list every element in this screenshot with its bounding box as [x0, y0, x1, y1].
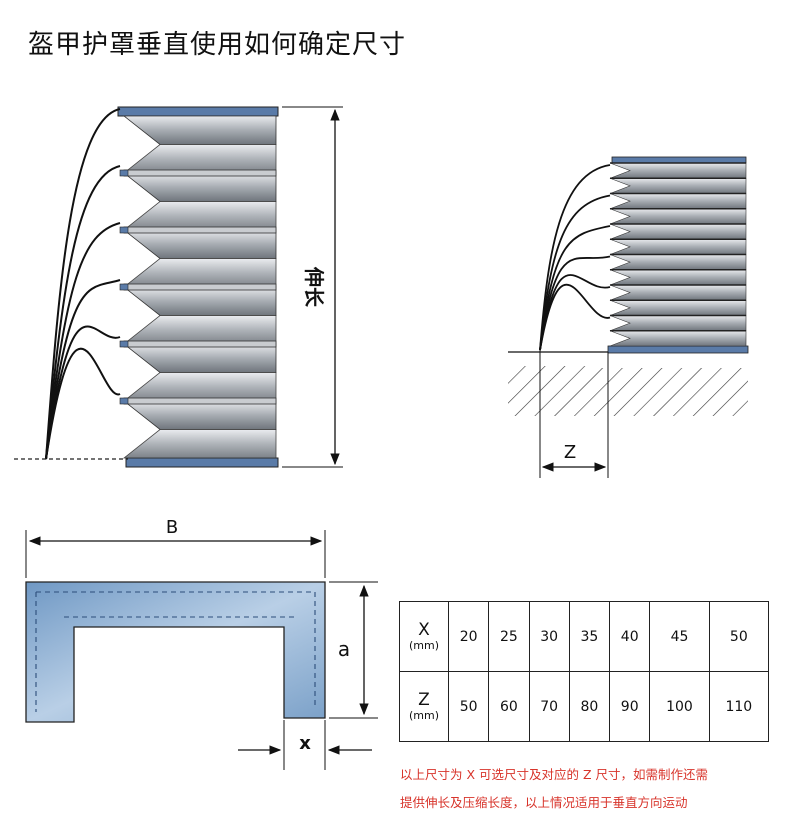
table-cell: 40 [609, 601, 651, 672]
row-unit: (mm) [408, 708, 439, 722]
armor-plate [609, 208, 747, 225]
page-title: 盔甲护罩垂直使用如何确定尺寸 [28, 30, 407, 60]
support-curve [539, 194, 611, 351]
table-cell: 45 [649, 601, 710, 672]
armor-plate [122, 343, 277, 373]
z-dimension-label: Z [564, 442, 576, 463]
table-cell: 60 [488, 671, 530, 742]
table-cell: 25 [488, 601, 530, 672]
plate-slat [123, 169, 277, 177]
row-header: Z (mm) [399, 671, 449, 742]
support-curve [45, 165, 121, 460]
extended-cover [14, 106, 279, 468]
armor-plate [122, 115, 277, 145]
table-cell: 70 [528, 671, 570, 742]
table-cell: 30 [528, 601, 570, 672]
support-curve [45, 279, 121, 460]
b-dimension-label: B [166, 517, 178, 538]
compressed-top-rail [611, 156, 747, 164]
support-curve [539, 283, 611, 351]
armor-plate [609, 254, 747, 271]
armor-plate [122, 429, 277, 459]
row-header: X (mm) [399, 601, 449, 672]
cross-section: B a x [25, 517, 378, 770]
mount-surface-hatch [508, 366, 748, 416]
armor-plate [609, 177, 747, 194]
a-dimension-label: a [338, 637, 350, 661]
armor-plate [122, 372, 277, 402]
table-cell: 35 [568, 601, 611, 672]
table-cell: 80 [568, 671, 611, 742]
table-cell: 90 [609, 671, 651, 742]
compressed-support-curves [539, 164, 611, 351]
size-table: X (mm) 20 25 30 35 40 45 50 Z (mm) 50 60… [399, 601, 770, 742]
armor-plate [122, 286, 277, 316]
table-cell: 50 [447, 671, 490, 742]
support-curve [45, 222, 121, 460]
support-curve [45, 325, 121, 460]
armor-plate [609, 162, 747, 179]
support-curve [539, 225, 611, 351]
armor-plate [609, 330, 747, 347]
slat-end [119, 340, 129, 348]
compressed-plates [609, 162, 747, 347]
slat-end [119, 283, 129, 291]
compressed-cover: Z [508, 156, 749, 478]
slat-end [119, 397, 129, 405]
armor-plate [609, 223, 747, 240]
armor-plate [609, 284, 747, 301]
armor-plate [122, 172, 277, 202]
extended-plates [119, 115, 277, 459]
cover-profile [25, 581, 326, 723]
row-unit: (mm) [408, 638, 439, 652]
armor-plate [609, 315, 747, 332]
note-line-2: 提供伸长及压缩长度，以上情况适用于垂直方向运动 [400, 795, 688, 810]
extended-support-curves [45, 108, 121, 460]
armor-plate [122, 201, 277, 231]
row-label: X [418, 619, 430, 640]
armor-plate [122, 400, 277, 430]
armor-plate [609, 269, 747, 286]
table-row: Z (mm) 50 60 70 80 90 100 110 [399, 671, 770, 742]
table-row: X (mm) 20 25 30 35 40 45 50 [399, 601, 770, 672]
slat-end [119, 226, 129, 234]
support-curve [539, 274, 611, 351]
plate-slat [123, 283, 277, 291]
support-curve [45, 108, 121, 460]
armor-plate [609, 193, 747, 210]
extension-dimension: 伸长 [282, 106, 343, 468]
plate-slat [123, 340, 277, 348]
armor-plate [609, 299, 747, 316]
support-curve [45, 347, 121, 460]
armor-plate [122, 258, 277, 288]
slat-end [119, 169, 129, 177]
support-curve [539, 164, 611, 351]
plate-slat [123, 226, 277, 234]
top-rail [117, 106, 279, 117]
extension-label: 伸长 [302, 266, 326, 308]
table-cell: 110 [708, 671, 770, 742]
armor-plate [122, 229, 277, 259]
x-dimension-label: x [299, 733, 311, 754]
table-cell: 50 [708, 601, 770, 672]
bottom-rail [125, 457, 279, 468]
plate-slat [123, 397, 277, 405]
table-cell: 100 [649, 671, 710, 742]
armor-plate [609, 238, 747, 255]
armor-plate [122, 315, 277, 345]
row-label: Z [418, 689, 430, 710]
table-cell: 20 [447, 601, 490, 672]
armor-plate [122, 144, 277, 174]
note-line-1: 以上尺寸为 X 可选尺寸及对应的 Z 尺寸，如需制作还需 [400, 767, 709, 782]
compressed-bottom-rail [607, 345, 749, 354]
